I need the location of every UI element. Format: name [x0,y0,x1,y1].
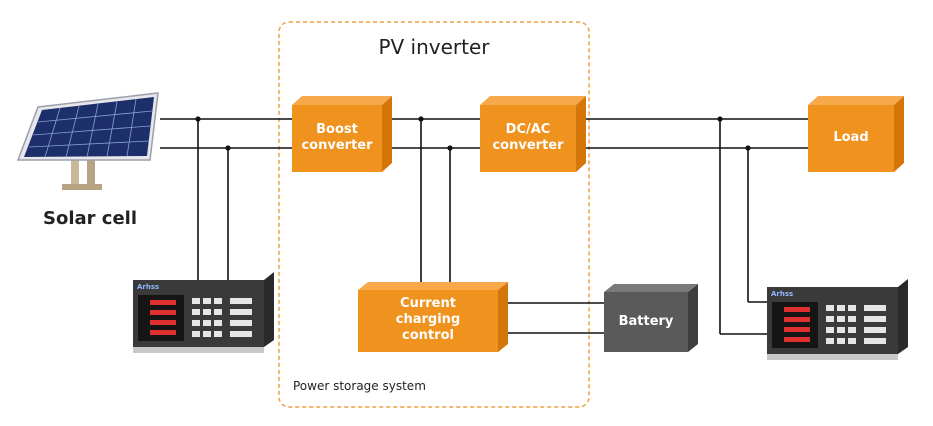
junction-dots [195,116,751,151]
solar-panel-icon [16,92,159,190]
charging-control-line1: Current [400,296,456,311]
power-storage-label: Power storage system [293,379,426,393]
load-label: Load [833,130,869,145]
boost-converter-label: Boost converter [292,122,382,154]
pv-inverter-title: PV inverter [378,35,490,59]
solar-cell-label: Solar cell [42,208,137,229]
meter-brand-left: Arhss [137,283,160,291]
battery-label: Battery [618,314,674,329]
power-meter-icon [767,279,908,360]
boost-converter-line1: Boost [316,122,358,137]
dcac-converter-line2: converter [492,138,564,153]
charging-control-line3: control [402,328,454,343]
boost-converter-line2: converter [301,138,373,153]
dcac-converter-block [480,96,586,172]
charging-control-line2: charging [395,312,461,327]
boost-converter-block [292,96,392,172]
charging-control-block [358,282,508,352]
charging-control-label: Current charging control [358,296,498,344]
battery-block [604,284,698,352]
meter-brand-right: Arhss [771,290,794,298]
wiring [160,118,808,335]
dcac-converter-line1: DC/AC [505,122,551,137]
load-block [808,96,904,172]
power-meter-icon [133,272,274,353]
dcac-converter-label: DC/AC converter [480,122,576,154]
